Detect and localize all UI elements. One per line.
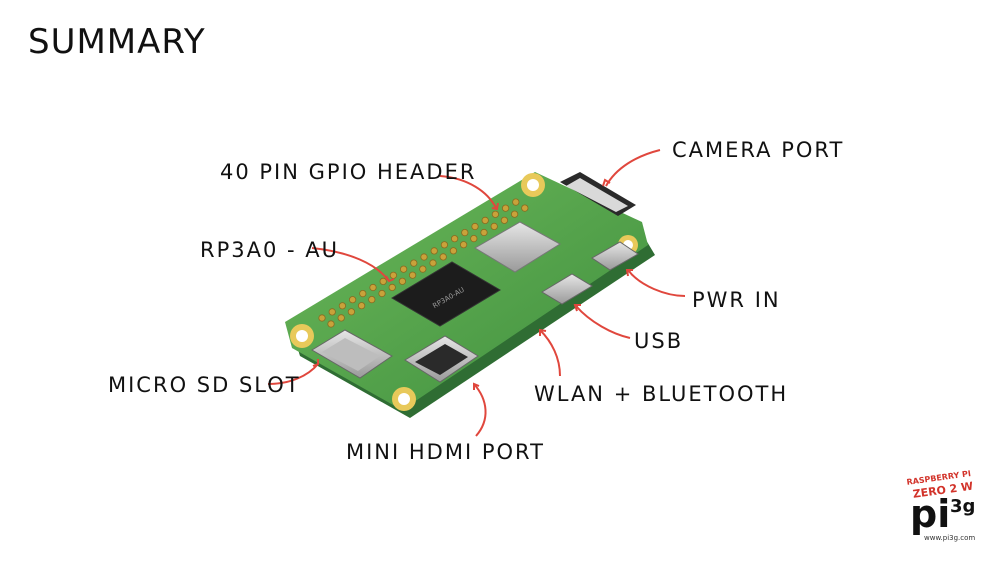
gpio-pin — [501, 204, 510, 212]
logo-mark: pi — [910, 492, 951, 536]
gpio-pin — [388, 283, 396, 291]
gpio-pin — [347, 308, 355, 316]
gpio-pin — [481, 216, 489, 224]
gpio-pin — [328, 308, 336, 316]
arrow-pwr — [627, 269, 686, 297]
camera-connector — [560, 172, 636, 216]
gpio-pin — [398, 277, 406, 285]
label-gpio-header: 40 PIN GPIO HEADER — [220, 160, 477, 184]
gpio-pin — [378, 289, 386, 298]
gpio-pin — [512, 198, 520, 206]
usb-ports — [541, 241, 639, 305]
arrow-hdmi-head — [473, 382, 480, 390]
gpio-pin — [420, 253, 428, 261]
slide-title: SUMMARY — [28, 22, 206, 62]
label-usb: USB — [634, 329, 684, 353]
soc-chip: RP3A0-AU — [391, 261, 501, 327]
gpio-pin — [419, 265, 427, 273]
gpio-pin — [348, 296, 357, 304]
gpio-pin — [337, 314, 345, 322]
arrow-gpio — [439, 175, 497, 209]
gpio-pin — [449, 247, 457, 255]
arrow-sd-head — [312, 359, 319, 367]
pi3g-logo: RASPBERRY PI ZERO 2 W pi 3g www.pi3g.com — [902, 469, 992, 556]
arrow-soc-head — [385, 275, 395, 283]
gpio-pin — [480, 228, 488, 237]
arrow-camera-head — [602, 178, 611, 187]
gpio-pin — [357, 302, 366, 310]
label-camera-port: CAMERA PORT — [672, 138, 845, 162]
arrow-wlan-head — [539, 328, 547, 336]
gpio-pin — [490, 222, 498, 230]
micro-sd-slot — [311, 329, 393, 379]
gpio-pin — [459, 241, 468, 249]
arrow-soc — [311, 247, 389, 281]
arrow-hdmi — [473, 383, 487, 437]
gpio-pin — [408, 271, 417, 279]
gpio-pin — [369, 283, 377, 292]
gpio-pin — [510, 210, 519, 218]
gpio-pin — [429, 259, 437, 267]
arrow-wlan — [539, 329, 561, 377]
gpio-pin — [379, 277, 387, 285]
gpio-pin — [450, 235, 459, 243]
gpio-pin — [430, 247, 438, 255]
label-soc: RP3A0 - AU — [200, 238, 340, 262]
gpio-pin — [471, 222, 479, 231]
gpio-pin — [491, 210, 499, 218]
gpio-pin — [470, 235, 478, 243]
wlan-module — [474, 221, 561, 273]
arrow-usb-head — [573, 304, 581, 312]
arrow-camera — [605, 149, 661, 187]
mounting-holes — [290, 173, 638, 411]
label-mini-hdmi-port: MINI HDMI PORT — [346, 440, 545, 464]
gpio-pin — [368, 295, 376, 304]
label-micro-sd-slot: MICRO SD SLOT — [108, 373, 301, 397]
gpio-pin — [338, 302, 346, 310]
logo-superscript: 3g — [950, 496, 976, 517]
gpio-pin — [399, 265, 408, 273]
gpio-pin — [410, 259, 418, 267]
gpio-header — [318, 198, 529, 328]
gpio-pin — [327, 320, 335, 328]
gpio-pin — [318, 314, 326, 322]
gpio-pin — [500, 216, 508, 224]
logo-url: www.pi3g.com — [924, 534, 976, 542]
arrow-gpio-head — [491, 202, 499, 211]
gpio-pin — [521, 204, 529, 212]
arrow-pwr-head — [625, 269, 633, 277]
gpio-pin — [461, 229, 469, 237]
label-wlan-bluetooth: WLAN + BLUETOOTH — [534, 382, 789, 406]
arrow-usb — [575, 305, 631, 339]
gpio-pin — [439, 253, 447, 261]
annotation-arrows — [267, 149, 686, 437]
gpio-pin — [440, 241, 448, 249]
mini-hdmi-connector — [404, 335, 479, 383]
label-pwr-in: PWR IN — [692, 288, 781, 312]
gpio-pin — [389, 271, 397, 279]
arrow-sd — [267, 363, 319, 385]
gpio-pin — [359, 289, 367, 298]
